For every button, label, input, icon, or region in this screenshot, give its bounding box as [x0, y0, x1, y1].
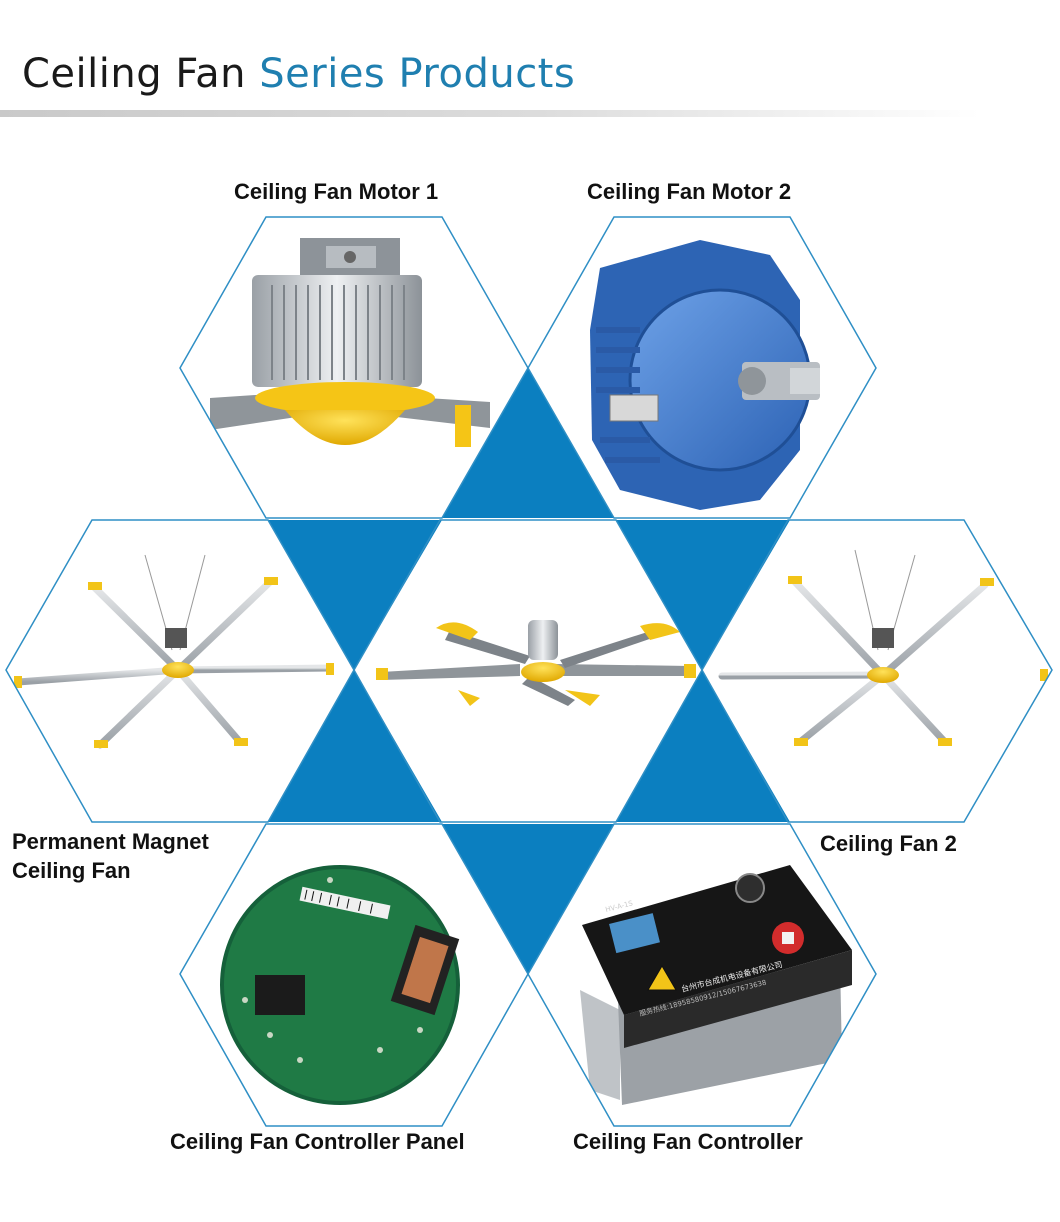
triangle-bottom: [442, 824, 614, 974]
page-title: Ceiling Fan Series Products: [22, 50, 575, 98]
label-ceiling-fan-2: Ceiling Fan 2: [820, 831, 957, 856]
silver-motor-image: [210, 238, 490, 447]
blue-motor-image: [590, 240, 820, 510]
triangle-top: [442, 368, 614, 518]
title-part-dark: Ceiling Fan: [22, 51, 247, 97]
triangle-mid-right-lower: [616, 670, 790, 822]
hexagon-controller: 台州市台成机电设备有限公司 服务热线:18958580912/150676736…: [527, 823, 877, 1127]
five-blade-fan-image: [376, 620, 696, 706]
header-divider: [0, 110, 980, 117]
title-part-accent: Series Products: [259, 51, 576, 97]
label-controller: Ceiling Fan Controller: [573, 1129, 803, 1154]
controller-box-image: 台州市台成机电设备有限公司 服务热线:18958580912/150676736…: [580, 865, 852, 1105]
hexagon-ceiling-fan-motor-2: [527, 216, 877, 519]
hexagon-ceiling-fan-2: [701, 519, 1053, 823]
blue-triangles: [268, 368, 790, 974]
label-controller-panel: Ceiling Fan Controller Panel: [170, 1129, 465, 1154]
label-ceiling-fan-motor-2: Ceiling Fan Motor 2: [587, 179, 792, 204]
page-header: Ceiling Fan Series Products: [0, 0, 1060, 120]
six-blade-fan-2-image: [718, 549, 1049, 746]
triangle-mid-left-upper: [268, 520, 442, 670]
six-blade-fan-image: [14, 554, 334, 749]
triangle-mid-left-lower: [268, 670, 442, 822]
label-permanent-magnet-line2: Ceiling Fan: [12, 858, 131, 883]
label-ceiling-fan-motor-1: Ceiling Fan Motor 1: [234, 179, 439, 204]
circuit-board-image: [220, 865, 460, 1105]
triangle-mid-right-upper: [616, 520, 790, 670]
label-permanent-magnet-line1: Permanent Magnet: [12, 829, 209, 854]
hexagon-center-fan: [353, 519, 703, 823]
hexagon-ceiling-fan-motor-1: [179, 216, 529, 519]
